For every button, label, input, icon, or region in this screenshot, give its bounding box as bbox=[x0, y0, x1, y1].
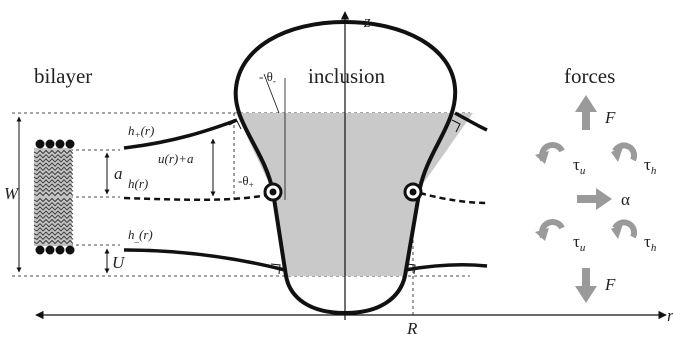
lipid-tail bbox=[33, 218, 74, 224]
lipid-tail bbox=[33, 201, 74, 207]
bilayer-schematic bbox=[33, 139, 75, 255]
midplane-curve-left bbox=[123, 192, 273, 202]
lipid-head-top bbox=[55, 139, 65, 149]
lipid-tail bbox=[33, 231, 74, 236]
midplane-curve-right bbox=[419, 191, 488, 205]
right-angle-markers bbox=[228, 119, 461, 275]
upper-leaflet-surface-right bbox=[454, 111, 488, 132]
lipid-tail bbox=[33, 158, 74, 163]
force-F-top-label: F bbox=[604, 108, 616, 127]
tau-u-top-label: τu bbox=[573, 155, 586, 177]
membrane-surfaces bbox=[123, 111, 488, 272]
lipid-tail bbox=[33, 149, 74, 155]
tau-h-bottom-label: τh bbox=[644, 232, 657, 254]
alpha-label: α bbox=[621, 190, 630, 209]
lipid-tail bbox=[33, 183, 74, 188]
lipid-tail bbox=[33, 210, 74, 215]
contact-point-right bbox=[403, 182, 423, 202]
forces-label: forces bbox=[564, 64, 615, 88]
U-label: U bbox=[112, 253, 126, 272]
h-minus-label: h_(r) bbox=[128, 227, 153, 244]
tau-h-top-label: τh bbox=[644, 155, 657, 177]
theta-plus-label: -θ+ bbox=[238, 173, 254, 190]
a-label: a bbox=[114, 164, 123, 183]
h-plus-label: h+(r) bbox=[128, 123, 154, 140]
lipid-tail bbox=[33, 174, 74, 180]
lipid-tail bbox=[33, 222, 74, 228]
forces-panel: F τu τh α τu τh F bbox=[535, 95, 657, 303]
midplane-curves bbox=[123, 191, 488, 205]
lower-leaflet-surface-left bbox=[123, 248, 286, 272]
alpha-arrow bbox=[577, 188, 612, 210]
lipid-tail bbox=[33, 197, 74, 203]
h-label: h(r) bbox=[128, 176, 148, 191]
lipid-head-bottom bbox=[65, 245, 75, 255]
bilayer-label: bilayer bbox=[34, 64, 92, 88]
lipid-head-top bbox=[45, 139, 55, 149]
lipid-tail bbox=[33, 187, 74, 193]
contact-point-left bbox=[263, 182, 283, 202]
tau-u-bottom-label: τu bbox=[573, 232, 586, 254]
lipid-head-bottom bbox=[45, 245, 55, 255]
lipid-head-bottom bbox=[35, 245, 45, 255]
lipid-head-top bbox=[35, 139, 45, 149]
lipid-tail bbox=[33, 227, 74, 232]
lipid-tail bbox=[33, 162, 74, 167]
lipid-heads bbox=[35, 139, 75, 255]
force-up-arrow bbox=[575, 95, 597, 130]
lipid-tail bbox=[33, 206, 74, 211]
lipid-head-bottom bbox=[55, 245, 65, 255]
torque-tau-h-bottom-icon bbox=[612, 219, 638, 239]
R-label: R bbox=[406, 319, 418, 337]
lipid-head-top bbox=[65, 139, 75, 149]
lipid-tails bbox=[33, 149, 74, 245]
lipid-tail bbox=[33, 191, 74, 197]
lipid-tail bbox=[33, 170, 74, 176]
z-axis-label: z bbox=[363, 12, 371, 31]
force-F-bottom-label: F bbox=[604, 275, 616, 294]
lipid-tail bbox=[33, 239, 74, 245]
lipid-tail bbox=[33, 214, 74, 220]
lower-leaflet-surface-right bbox=[404, 263, 488, 272]
force-down-arrow bbox=[575, 268, 597, 303]
u-plus-a-label: u(r)+a bbox=[158, 151, 194, 166]
torque-tau-h-top-icon bbox=[612, 142, 638, 162]
lipid-tail bbox=[33, 235, 74, 241]
W-label: W bbox=[4, 184, 20, 203]
lipid-tail bbox=[33, 153, 74, 159]
theta-minus-tangent bbox=[263, 73, 280, 114]
theta-minus-label: - θ- bbox=[259, 69, 276, 86]
inclusion-shaded-region bbox=[236, 113, 473, 276]
inclusion-label: inclusion bbox=[308, 64, 385, 88]
lipid-tail bbox=[33, 166, 74, 172]
upper-leaflet-surface-left bbox=[123, 118, 238, 150]
lipid-tail bbox=[33, 179, 74, 184]
r-axis-label: r bbox=[667, 306, 673, 325]
